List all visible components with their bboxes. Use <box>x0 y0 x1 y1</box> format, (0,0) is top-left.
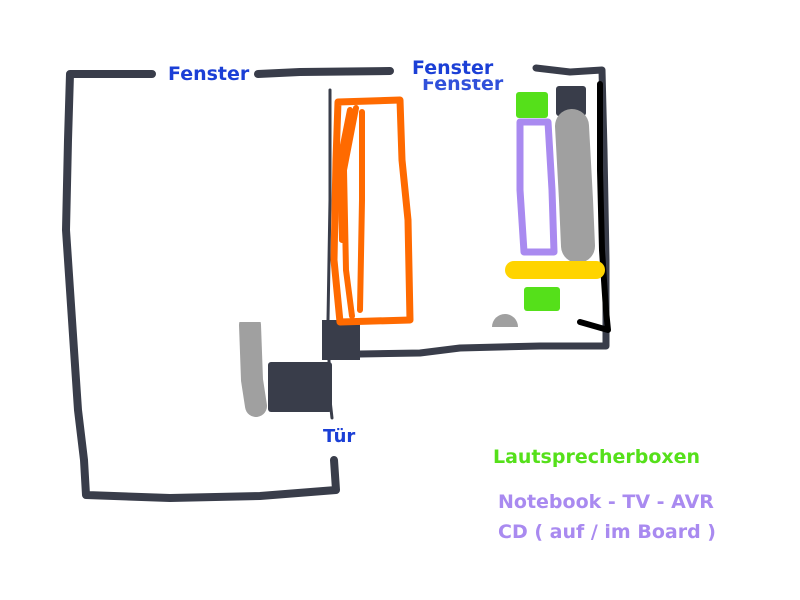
left-room-wall <box>62 70 340 502</box>
white-cut-left <box>235 312 265 322</box>
door-pillar <box>322 320 360 360</box>
gray-radiator-left <box>239 314 267 417</box>
purple-board <box>516 118 558 256</box>
legend-speakers: Lautsprecherboxen <box>493 446 701 468</box>
top-wall-middle <box>254 67 394 78</box>
gray-radiator-right <box>555 109 595 263</box>
door-block <box>268 362 332 412</box>
legend-devices-line1: Notebook - TV - AVR <box>498 491 714 513</box>
speaker-top <box>516 92 548 118</box>
speaker-bottom <box>524 287 560 311</box>
window-label-left: Fenster <box>168 63 250 85</box>
orange-sofa-inner <box>336 105 365 319</box>
inner-black-outline <box>577 81 611 333</box>
dark-block-top-right <box>556 86 586 116</box>
legend-devices-line2: CD ( auf / im Board ) <box>498 521 716 543</box>
orange-sofa-outline <box>330 96 414 326</box>
window-label-right: Fenster <box>412 57 494 79</box>
gray-bump <box>492 314 518 327</box>
right-room-wall <box>326 64 610 360</box>
door-label: Tür <box>323 426 356 447</box>
